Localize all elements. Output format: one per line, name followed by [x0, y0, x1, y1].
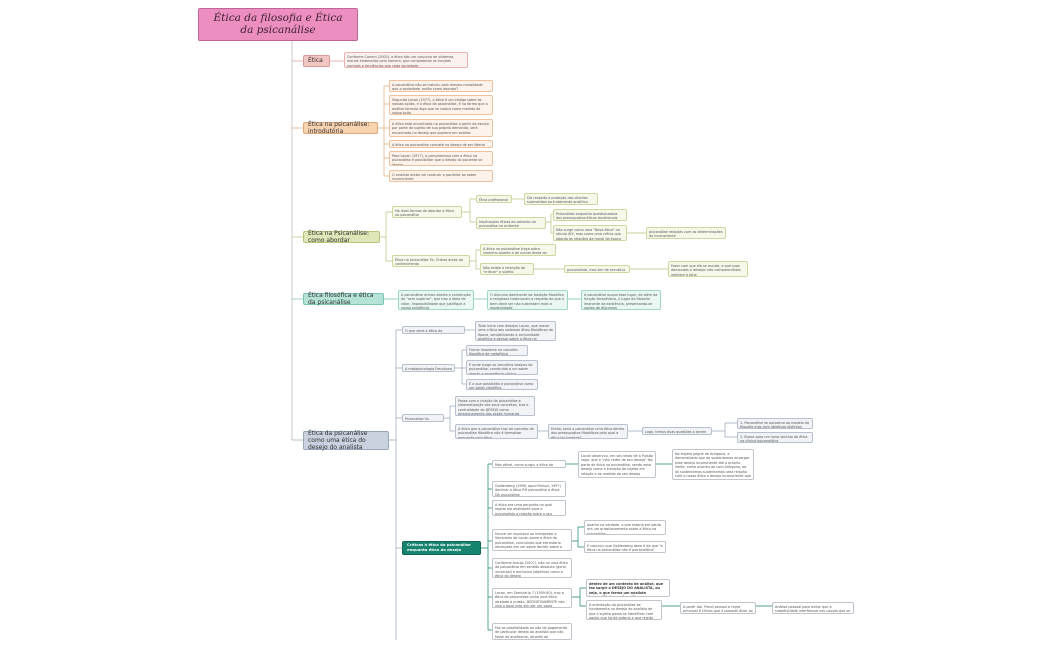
abordar-vs-outras: Ética na psicanálise Vs. Outras áreas do…	[392, 255, 470, 267]
topic-etica-introdutoria[interactable]: Ética na psicanálise: introdutória	[303, 121, 378, 135]
critica-quanto: quanto na verdade, o que estaria em paut…	[584, 520, 666, 535]
critica-etica-pergunta: A ética era uma pergunta no qual regida …	[492, 500, 566, 516]
abordar-escutar: psicanalista, mas sim de escutá-lo	[564, 265, 630, 273]
topic-etica-do-desejo[interactable]: Ética da psicanálise como uma ética do d…	[303, 430, 389, 451]
topic-etica[interactable]: Ética	[303, 55, 330, 67]
desejo-meta-1: Forma imanente no conceito filosófico de…	[466, 345, 528, 356]
abordar-nova-etica: Não surge como uma "Nova ética" no sécul…	[553, 225, 627, 241]
introd-node-1: A psicanálise não se instruiu pelo mesmo…	[389, 80, 493, 92]
introd-node-3: A ética está encontrada na psicanálise a…	[389, 119, 493, 137]
desejo-vs-etica: Psicanálise Vs. Ética?	[402, 414, 444, 422]
desejo-o-que-seria: O que seria a ética da psicanálise?	[402, 326, 465, 334]
abordar-fazer: Fazer com que ele se escute, e que suas …	[668, 261, 748, 277]
topic-como-abordar[interactable]: Ética na Psicanálise: como abordar	[303, 230, 380, 244]
critica-goldenberg: Goldenberg (1996, apud Riniuzi, 1997) de…	[492, 481, 566, 497]
abordar-duas-formas: Há duas formas de abordar a ética na psi…	[392, 206, 462, 218]
abordar-profissional: Ética profissional	[476, 195, 512, 203]
critica-orientacao: A orientação da psicanálise se fundament…	[586, 600, 662, 620]
introd-node-6: O analista então vai conduzir o paciente…	[389, 170, 493, 182]
desejo-o-que-seria-resposta: Todo início com desejos Lacan, que mover…	[475, 321, 556, 341]
desejo-vs-2: A ética que a psicanálise traz ao concei…	[455, 424, 538, 439]
abordar-criticar: Não existe a intenção de "criticar" o su…	[480, 263, 534, 275]
introd-node-2: Segundo Lacan (1977), a ética é um códig…	[389, 95, 493, 115]
critica-mas-afinal: Mas afinal, como surgiu a ética do desej…	[492, 460, 566, 468]
filosofica-node-1: A psicanálise entrou aberta a construção…	[398, 290, 474, 310]
desejo-questao-1: 1. Psicanálise se aproxima ao modelo da …	[737, 418, 813, 429]
desejo-logo: Logo, temos duas questões a serem aborda…	[642, 427, 712, 435]
introd-node-5: Para Lacan (1977), o compromisso com a é…	[389, 151, 493, 166]
critica-a-partir: A partir daí, Freud pensou a regra princ…	[680, 602, 756, 614]
desejo-meta-3: É o que possibilita a psicanálise como u…	[466, 379, 538, 390]
critica-lacan-seminario: Lacan, em Seminário 7 (1959-60), traz a …	[492, 588, 572, 608]
etica-node: Conforme Comim (2000), a ética são um co…	[344, 52, 468, 68]
introd-node-4: A ética na psicanálise consiste no desej…	[389, 140, 493, 148]
critica-conforme: Conforme Araujo (2007), não na uma ética…	[492, 558, 572, 578]
map-title: Ética da filosofia e Ética da psicanális…	[198, 8, 358, 41]
critica-no-trajeto: No trajeto pegue de Antígona, a demonstr…	[672, 449, 754, 480]
filosofica-node-2: O discurso dominante da tradição filosóf…	[487, 290, 568, 310]
critica-dentro: dentro de um contexto de análise, que fa…	[586, 579, 670, 597]
critica-faz: Faz se possibilidade ao não de pagamento…	[492, 623, 572, 640]
critica-concluiu: E concluiu que Goldenberg deve é de que …	[584, 541, 666, 553]
filosofica-node-3: A psicanálise ocupa esse lugar, de além …	[581, 290, 661, 310]
desejo-questao-2: 2. Busca para um novo sentido da ética n…	[737, 432, 813, 443]
critica-houve: Houve um equívoco ao interpretar o Semin…	[492, 529, 572, 551]
critica-analise-pessoal: Análise pessoal para evitar que a subjet…	[772, 602, 854, 614]
desejo-meta-2: É onde surge os conceitos basicos da psi…	[466, 360, 538, 375]
desejo-entao: Então, seria a psicanálise uma ética den…	[548, 424, 628, 439]
topic-etica-filosofica[interactable]: Ética filosófica e ética da psicanálise	[303, 292, 384, 306]
topic-criticas[interactable]: Críticas à ética da psicanálise enquanto…	[402, 541, 481, 555]
desejo-metapsicologia: A metapsicologia Freudiana	[402, 364, 455, 372]
critica-lacan-observa: Lacan observou, em seu texto de a Pulsão…	[578, 451, 656, 478]
abordar-implicacoes: Implicações éticas do advento da psicaná…	[476, 217, 546, 229]
abordar-protecao: Diz respeito à proteção dos clientes sub…	[524, 193, 598, 205]
desejo-vs-1: Passa com a criação da psicanálise e sis…	[455, 396, 535, 416]
abordar-determinacoes: psicanálise relações com as determinaçõe…	[646, 227, 726, 239]
abordar-questionadora: Psicanálise enquanto questionadora dos p…	[553, 209, 627, 221]
abordar-outro-caminho: A ética na psicanálise traça outra camin…	[480, 244, 556, 256]
